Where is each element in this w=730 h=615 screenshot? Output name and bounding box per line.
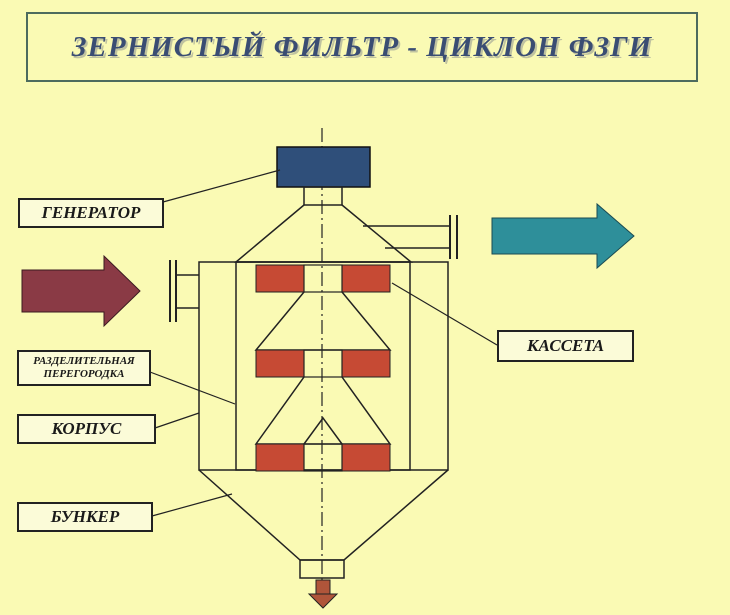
upper-cone bbox=[233, 204, 414, 263]
partition-label-line1: РАЗДЕЛИТЕЛЬНАЯ bbox=[33, 355, 135, 367]
generator-label: ГЕНЕРАТОР bbox=[18, 198, 164, 228]
body-label: КОРПУС bbox=[17, 414, 156, 444]
cassette-3-right bbox=[341, 443, 391, 472]
cassette-1-right bbox=[341, 264, 391, 293]
cassette-3-roof bbox=[303, 416, 343, 445]
generator-block bbox=[276, 146, 371, 188]
cassette-3-left bbox=[255, 443, 305, 472]
cassette-2-right bbox=[341, 349, 391, 378]
title-box: ЗЕРНИСТЫЙ ФИЛЬТР - ЦИКЛОН ФЗГИ bbox=[26, 12, 698, 82]
leader-generator bbox=[162, 169, 281, 203]
cassette-2-gap bbox=[303, 349, 343, 378]
leader-bunker bbox=[151, 493, 233, 517]
cassette-2-left bbox=[255, 349, 305, 378]
arrow-right-icon bbox=[491, 202, 635, 270]
cassette-label-text: КАССЕТА bbox=[526, 336, 605, 355]
body-label-text: КОРПУС bbox=[51, 419, 122, 438]
cassette-3-gap bbox=[303, 443, 343, 472]
bunker-cone bbox=[198, 469, 449, 561]
bunker-label: БУНКЕР bbox=[17, 502, 153, 532]
partition-label-line2: ПЕРЕГОРОДКА bbox=[43, 368, 125, 380]
bunker-label-text: БУНКЕР bbox=[50, 507, 120, 526]
leader-body bbox=[154, 412, 200, 429]
bunker-outlet bbox=[299, 559, 345, 579]
cassette-1-left bbox=[255, 264, 305, 293]
funnel-2 bbox=[254, 376, 392, 445]
arrow-right-icon bbox=[21, 254, 141, 328]
cassette-1-gap bbox=[303, 264, 343, 293]
leader-partition bbox=[149, 371, 236, 405]
generator-neck bbox=[303, 186, 343, 206]
funnel-1 bbox=[254, 291, 392, 351]
generator-label-text: ГЕНЕРАТОР bbox=[41, 203, 141, 222]
inner-partition bbox=[235, 261, 411, 471]
partition-label: РАЗДЕЛИТЕЛЬНАЯ ПЕРЕГОРОДКА bbox=[17, 350, 151, 386]
arrow-down-icon bbox=[307, 579, 339, 609]
leader-cassette bbox=[391, 282, 498, 346]
page-title: ЗЕРНИСТЫЙ ФИЛЬТР - ЦИКЛОН ФЗГИ bbox=[71, 30, 653, 63]
cassette-label: КАССЕТА bbox=[497, 330, 634, 362]
